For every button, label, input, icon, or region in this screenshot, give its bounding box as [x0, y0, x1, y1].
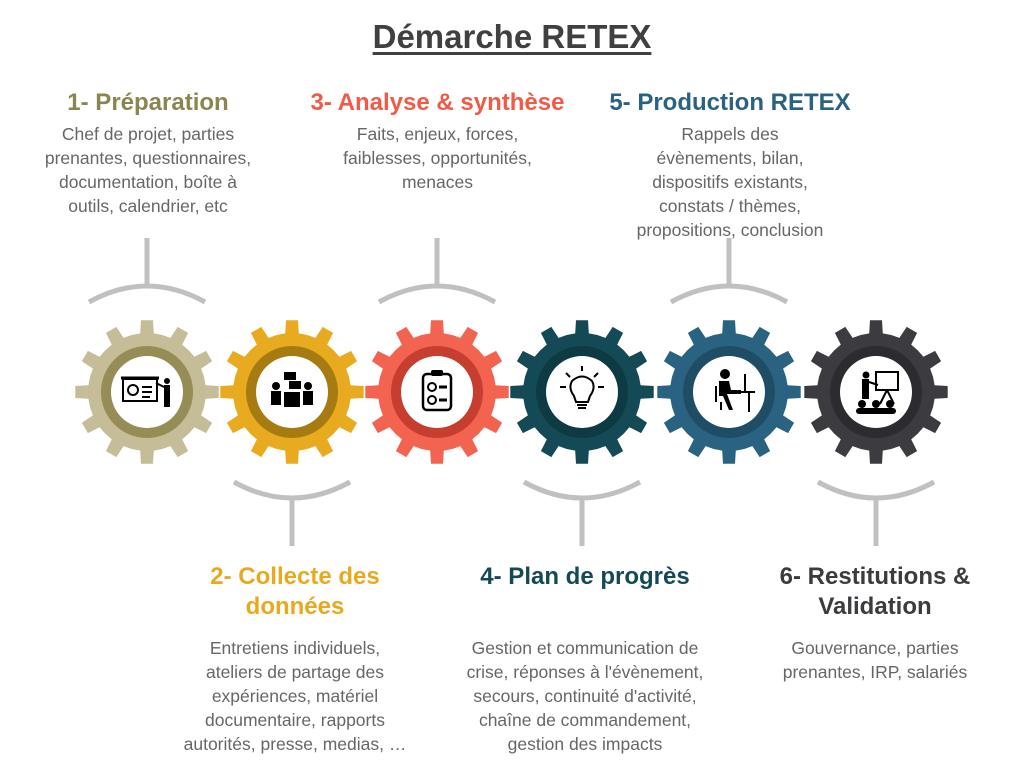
step-description: Faits, enjeux, forces,faiblesses, opport…: [343, 124, 532, 192]
lightbulb-icon: [560, 366, 604, 409]
gear-1: [75, 238, 219, 464]
connector-bracket: [232, 479, 352, 546]
gear-3: [365, 238, 509, 464]
gear-center: [840, 356, 912, 428]
gear-center: [401, 356, 473, 428]
meeting-icon: [271, 372, 313, 407]
connector-bracket: [522, 479, 642, 546]
step-title: 1- Préparation: [67, 89, 229, 116]
diagram-title: Démarche RETEX: [372, 18, 652, 55]
connector-bracket: [816, 479, 936, 546]
checklist-icon: [421, 370, 453, 412]
connector-bracket: [669, 238, 789, 305]
step-title: 5- Production RETEX: [609, 89, 851, 116]
gear-4: [510, 320, 654, 546]
step-title: 3- Analyse & synthèse: [310, 89, 565, 116]
connector-bracket: [377, 238, 497, 305]
step-4: 4- Plan de progrès Gestion et communicat…: [440, 562, 730, 756]
step-title: 6- Restitutions &Validation: [779, 563, 971, 620]
step-6: 6- Restitutions &Validation Gouvernance,…: [750, 562, 1000, 684]
presentation-board-icon: [121, 376, 170, 407]
person-at-desk-icon: [715, 369, 755, 412]
gear-5: [657, 238, 801, 464]
audience-presentation-icon: [856, 371, 899, 414]
gear-center: [546, 356, 618, 428]
step-3: 3- Analyse & synthèse Faits, enjeux, for…: [290, 88, 585, 194]
connector-bracket: [87, 238, 207, 305]
gear-2: [220, 320, 364, 546]
gear-6: [804, 320, 948, 546]
step-description: Entretiens individuels,ateliers de parta…: [183, 638, 407, 754]
step-title: 4- Plan de progrès: [480, 563, 690, 590]
